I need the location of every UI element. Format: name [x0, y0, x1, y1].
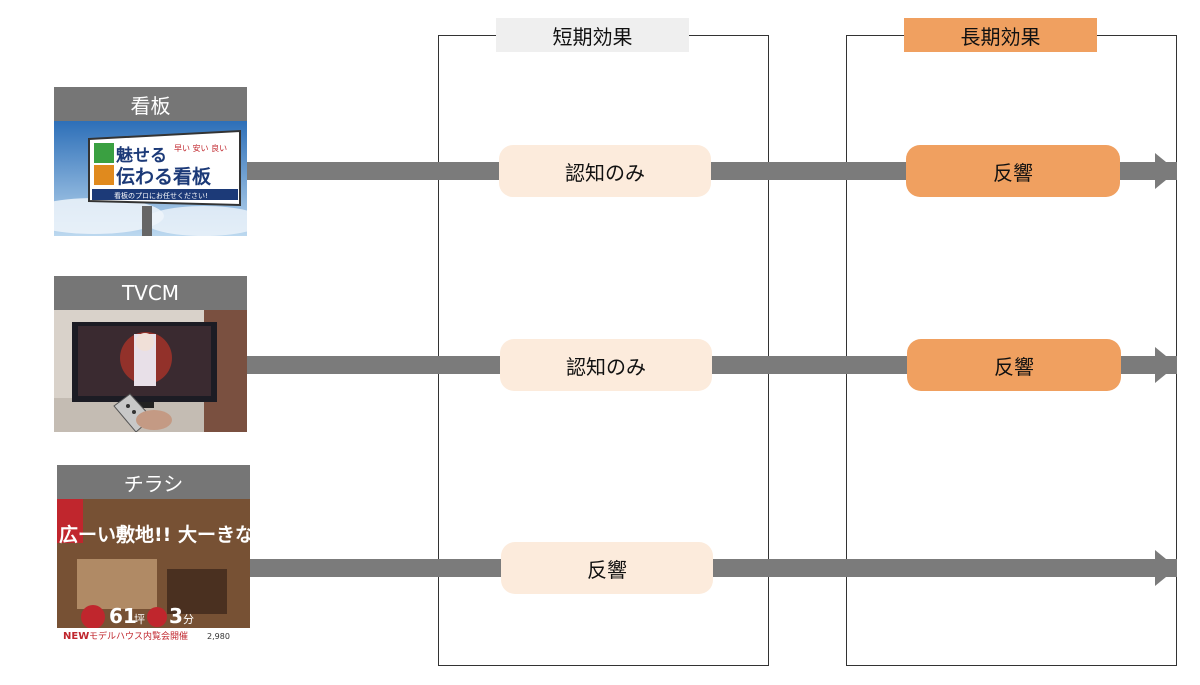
billboard-image: 魅せる 早い 安い 良い 伝わる看板 看板のプロにお任せください! — [54, 121, 247, 236]
media-label-flyer: チラシ — [57, 465, 250, 499]
flyer-stat2-unit: 分 — [183, 613, 194, 626]
flyer-footer-new: NEW — [63, 631, 89, 642]
billboard-illustration: 魅せる 早い 安い 良い 伝わる看板 看板のプロにお任せください! — [54, 121, 247, 236]
media-label-billboard: 看板 — [54, 87, 247, 121]
flyer-headline: 広ーい敷地!! 大ーきな家!! — [59, 523, 250, 546]
flyer-price: 2,980 — [207, 632, 230, 641]
arrow-shaft-flyer — [250, 559, 1177, 577]
flyer-stat1-unit: 坪 — [134, 613, 145, 626]
media-label-tvcm: TVCM — [54, 276, 247, 310]
flyer-stat2: 3 — [169, 604, 183, 628]
flyer-illustration: 広ーい敷地!! 大ーきな家!! 61 坪 3 分 NEW モデルハウス内覧会開催… — [57, 499, 250, 642]
flyer-stat1: 61 — [109, 604, 137, 628]
tv-remote-illustration — [54, 310, 247, 432]
flyer-footer-text: モデルハウス内覧会開催 — [89, 630, 188, 642]
short-effect-flyer: 反響 — [501, 542, 713, 594]
arrow-head-flyer — [1155, 550, 1177, 586]
billboard-footer: 看板のプロにお任せください! — [114, 191, 208, 200]
tvcm-image — [54, 310, 247, 432]
short-term-header: 短期効果 — [496, 18, 689, 52]
short-effect-billboard: 認知のみ — [499, 145, 711, 197]
flyer-image: 広ーい敷地!! 大ーきな家!! 61 坪 3 分 NEW モデルハウス内覧会開催… — [57, 499, 250, 642]
billboard-badge: 早い 安い 良い — [174, 143, 227, 153]
billboard-line1: 魅せる — [116, 145, 167, 166]
long-effect-billboard: 反響 — [906, 145, 1120, 197]
long-term-header: 長期効果 — [904, 18, 1097, 52]
arrow-head-billboard — [1155, 153, 1177, 189]
arrow-head-tvcm — [1155, 347, 1177, 383]
short-effect-tvcm: 認知のみ — [500, 339, 712, 391]
billboard-line2: 伝わる看板 — [116, 165, 212, 188]
long-effect-tvcm: 反響 — [907, 339, 1121, 391]
